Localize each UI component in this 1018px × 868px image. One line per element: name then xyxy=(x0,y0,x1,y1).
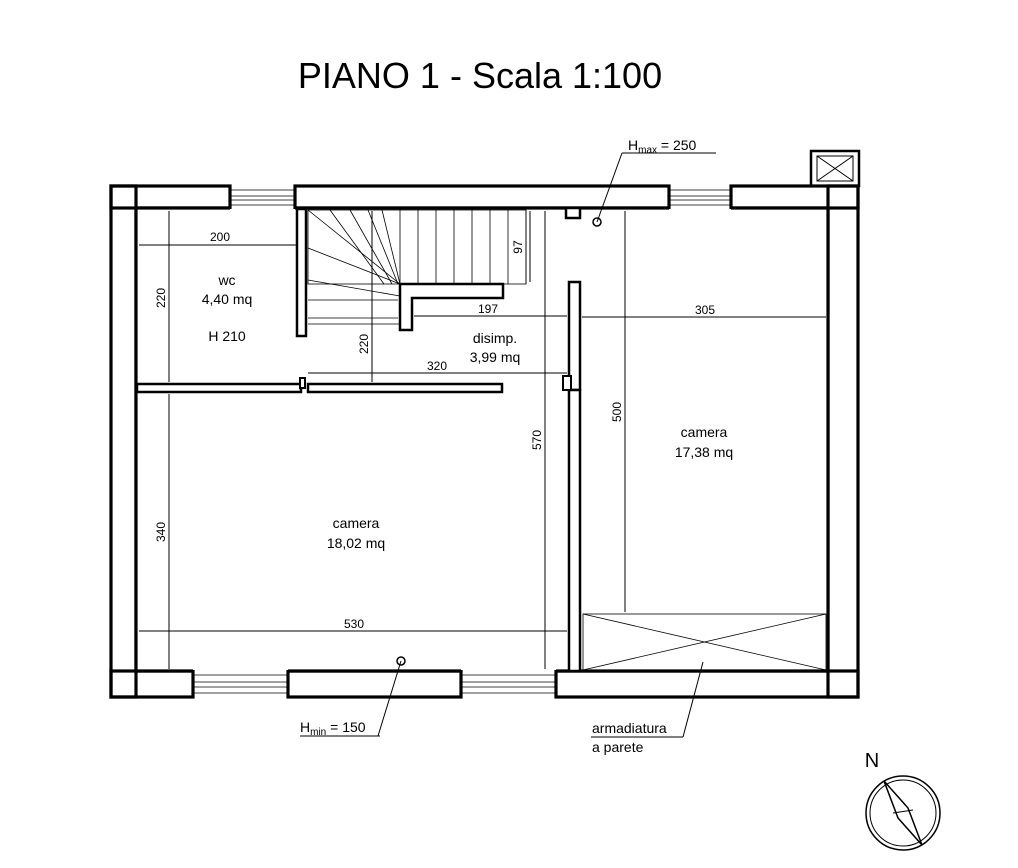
outer-walls xyxy=(109,184,860,699)
dim-center-height: 570 xyxy=(530,430,544,450)
hmax-label: Hmax = 250 xyxy=(628,137,697,156)
wall-top-middle xyxy=(293,184,671,210)
room-hall-name: disimp. xyxy=(473,330,517,346)
wall-hall-bottom xyxy=(306,382,504,394)
wall-center-upper xyxy=(567,280,582,392)
compass-ring-outer xyxy=(865,775,941,851)
staircase xyxy=(307,209,527,325)
door-jamb-wc xyxy=(299,377,306,389)
room-wc-height: H 210 xyxy=(208,328,246,344)
dim-wc-height: 220 xyxy=(154,288,168,308)
wall-wc-bottom xyxy=(135,382,303,394)
dim-right-width: 305 xyxy=(695,303,715,317)
wall-center-lower xyxy=(567,388,582,673)
dim-stair-depth: 97 xyxy=(511,240,525,254)
hmin-label: Hmin = 150 xyxy=(300,719,366,738)
dim-landing-width: 197 xyxy=(478,302,498,316)
dim-left-height: 340 xyxy=(154,522,168,542)
room-hall-area: 3,99 mq xyxy=(470,349,521,365)
wall-top-left xyxy=(109,184,232,210)
compass-north-label: N xyxy=(865,750,879,772)
hmax-annotation: Hmax = 250 xyxy=(592,137,716,227)
dim-left-width: 530 xyxy=(344,617,364,631)
room-right-name: camera xyxy=(681,424,728,440)
dim-hall-height: 220 xyxy=(357,334,371,354)
wall-top-right xyxy=(729,184,860,210)
dim-wc-width: 200 xyxy=(210,230,230,244)
window-bottom-right xyxy=(461,674,556,694)
dim-right-height: 500 xyxy=(610,402,624,422)
windows xyxy=(193,189,731,694)
window-bottom-left xyxy=(193,674,288,694)
wall-notch xyxy=(564,206,582,220)
interior-walls xyxy=(135,206,582,673)
dim-hall-width: 320 xyxy=(427,359,447,373)
chimney xyxy=(809,149,861,188)
hmin-annotation: Hmin = 150 xyxy=(300,656,406,738)
wall-right xyxy=(826,184,860,699)
room-left-area: 18,02 mq xyxy=(327,535,385,551)
wardrobe-annotation: armadiatura a parete xyxy=(591,661,704,755)
wardrobe-label-line2: a parete xyxy=(592,739,644,755)
room-labels: wc 4,40 mq H 210 disimp. 3,99 mq camera … xyxy=(202,272,733,551)
wall-wc-stair xyxy=(295,207,308,338)
window-right-top xyxy=(669,189,731,206)
wall-bottom-left xyxy=(109,669,195,699)
room-left-name: camera xyxy=(333,515,380,531)
dimension-lines xyxy=(139,211,826,669)
wall-bottom-middle xyxy=(286,669,463,699)
compass-ring-inner xyxy=(869,779,937,847)
dimension-labels: 200 220 97 197 220 320 305 500 570 340 5… xyxy=(154,230,715,631)
room-right-area: 17,38 mq xyxy=(675,444,733,460)
wardrobe-label-line1: armadiatura xyxy=(592,720,667,736)
window-wc xyxy=(230,189,295,206)
plan-title: PIANO 1 - Scala 1:100 xyxy=(298,55,662,96)
compass: N xyxy=(865,750,941,851)
room-wc-name: wc xyxy=(217,272,235,288)
room-wc-area: 4,40 mq xyxy=(202,291,253,307)
wall-left xyxy=(109,184,138,699)
wall-bottom-right xyxy=(554,669,860,699)
door-jamb-center xyxy=(562,375,572,391)
compass-needle-icon xyxy=(883,780,923,846)
wardrobe xyxy=(582,613,827,671)
